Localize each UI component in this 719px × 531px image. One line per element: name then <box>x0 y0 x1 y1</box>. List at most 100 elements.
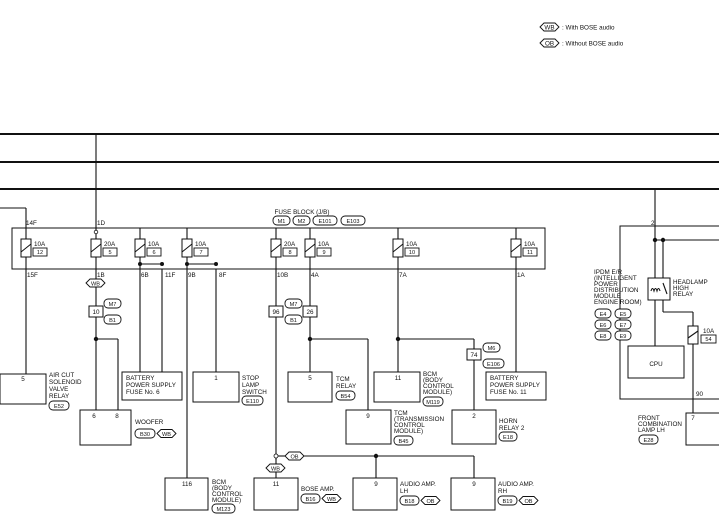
fuse-7-num-box <box>193 247 209 257</box>
fuse-5-in-pin: 1D <box>97 220 106 227</box>
audio-lh-conn <box>399 495 420 506</box>
bose-amp-wb-tag-text: WB <box>327 497 336 503</box>
battery-fuse11-name-2: POWER SUPPLY <box>490 382 541 389</box>
legend-wb-text: : With BOSE audio <box>562 25 615 32</box>
tcm-conn-label: B45 <box>399 439 409 445</box>
joint-e106-conn-m6-label: M6 <box>488 346 496 352</box>
bcm-bottom-name-1: BCM <box>212 479 226 486</box>
joint-left-conn-b1 <box>103 314 122 325</box>
joint-e106-conn-e106-label: E106 <box>487 362 500 368</box>
legend-ob-tag-text: OB <box>545 41 554 48</box>
stop-lamp-conn-label: E110 <box>246 399 259 405</box>
power-bus <box>0 133 719 228</box>
legend-wb-tag <box>539 22 560 32</box>
front-lamp-conn <box>638 434 659 445</box>
fuse-8-amp: 20A <box>284 241 296 248</box>
tcm-circuit: 9 TCM (TRANSMISSION CONTROL MODULE) B45 <box>345 409 444 446</box>
woofer-conn <box>134 428 156 439</box>
fuse-block-connectors: M1 M2 E101 E103 <box>272 215 366 226</box>
front-lamp-pin: 7 <box>691 415 695 422</box>
air-cut-circuit: 5 AIR CUT SOLENOID VALVE RELAY E52 <box>0 269 82 411</box>
audio-lh-pin: 9 <box>374 481 378 488</box>
fuse-9-icon <box>304 243 316 253</box>
fuse-9-num-box <box>316 247 332 257</box>
ipdm-pin-out: 90 <box>696 391 704 398</box>
pin-11f: 11F <box>165 272 176 279</box>
stop-lamp-name-2: LAMP <box>242 382 259 389</box>
fuse-block-frame <box>11 227 546 270</box>
relay-switch-icon <box>662 282 668 295</box>
air-cut-conn-label: E52 <box>54 404 64 410</box>
fuse-6-amp: 10A <box>148 241 160 248</box>
conn-e103 <box>340 215 366 226</box>
air-cut-name-2: SOLENOID <box>49 379 82 386</box>
cpu-label: CPU <box>649 361 663 368</box>
fuse-5-out-pin: 1B <box>97 272 105 279</box>
fuse-11-out-pin: 1A <box>517 272 526 279</box>
ipdm-name-3: POWER <box>594 281 618 288</box>
stop-lamp-name-1: STOP <box>242 375 259 382</box>
air-cut-name-1: AIR CUT <box>49 372 74 379</box>
joint-e106-pin: 74 <box>470 352 478 359</box>
bcm-top-conn-label: M119 <box>426 400 440 406</box>
conn-m2 <box>292 215 311 226</box>
woofer-wb-tag <box>156 429 177 438</box>
joint-center-conn-m7-label: M7 <box>290 302 298 308</box>
joint-center-left-pin: 96 <box>272 309 280 316</box>
tcm-box <box>345 409 392 445</box>
fuse-9-num: 9 <box>322 250 325 256</box>
bcm-top-name-3: CONTROL <box>423 383 454 390</box>
ipdm-module: 2 IPDM E/R (INTELLIGENT POWER DISTRIBUTI… <box>594 220 719 413</box>
audio-lh-name-2: LH <box>400 488 409 495</box>
tcm-name-2: (TRANSMISSION <box>394 416 444 423</box>
bcm-bottom-conn-label: M123 <box>217 507 231 513</box>
bose-amp-wb-tag <box>321 494 342 503</box>
fuse-10-num-box <box>404 247 420 257</box>
fuse-list: 10A1215F20A51B10A66B10A79B20A810B10A94A1… <box>20 228 538 279</box>
battery-fuse11-name-1: BATTERY <box>490 375 519 382</box>
audio-rh-conn <box>497 495 518 506</box>
battery-fuse6-name-1: BATTERY <box>126 375 155 382</box>
ipdm-name-5: MODULE <box>594 293 621 300</box>
ipdm-fuse-54-icon <box>687 330 699 339</box>
bcm-top-name-1: BCM <box>423 371 437 378</box>
stop-lamp-pin: 1 <box>214 375 218 382</box>
fuse-7-num: 7 <box>199 250 202 256</box>
wb-bottom-tag <box>265 463 286 473</box>
front-lamp-name-3: LAMP LH <box>638 427 665 434</box>
woofer-name: WOOFER <box>135 419 164 426</box>
wb-branch-tag <box>85 278 106 288</box>
conn-e101-label: E101 <box>318 219 331 225</box>
fuse-12-amp: 10A <box>34 241 46 248</box>
front-lamp-box <box>685 412 719 446</box>
audio-rh-name-1: AUDIO AMP. <box>498 481 534 488</box>
bcm-horn-circuit: 74 M6 E106 11 BCM (BODY CONTROL MODULE) … <box>373 269 525 445</box>
bose-amp-name: BOSE AMP. <box>301 486 335 493</box>
horn-relay-pin: 2 <box>472 413 476 420</box>
tcm-relay-circuit: 5 TCM RELAY B54 <box>287 371 357 403</box>
fuse-5-icon <box>90 243 102 253</box>
joint-left-pin: 10 <box>92 309 100 316</box>
legend-ob-text: : Without BOSE audio <box>562 41 624 48</box>
ipdm-conn-e7-label: E7 <box>620 323 627 329</box>
woofer-box <box>79 409 132 446</box>
front-lamp: 7 FRONT COMBINATION LAMP LH E28 <box>638 412 719 446</box>
wb-bottom-tag-text: WB <box>271 467 280 473</box>
ipdm-conn-e4 <box>594 308 612 319</box>
ipdm-conn-e5 <box>614 308 632 319</box>
fuse-12-in-pin: 14F <box>26 220 37 227</box>
ipdm-name-2: (INTELLIGENT <box>594 275 637 282</box>
horn-relay-box <box>451 409 497 445</box>
ipdm-conn-e6 <box>594 319 612 330</box>
air-cut-pin: 5 <box>21 376 25 383</box>
bcm-bottom-box <box>164 477 209 511</box>
audio-lh-name-1: AUDIO AMP. <box>400 481 436 488</box>
relay-name-1: HEADLAMP <box>673 279 708 286</box>
relay-name-2: HIGH <box>673 285 689 292</box>
audio-lh-ob-tag-text: OB <box>426 499 434 505</box>
fuse-7-amp: 10A <box>195 241 207 248</box>
ipdm-name-6: ENGINE ROOM) <box>594 299 642 306</box>
